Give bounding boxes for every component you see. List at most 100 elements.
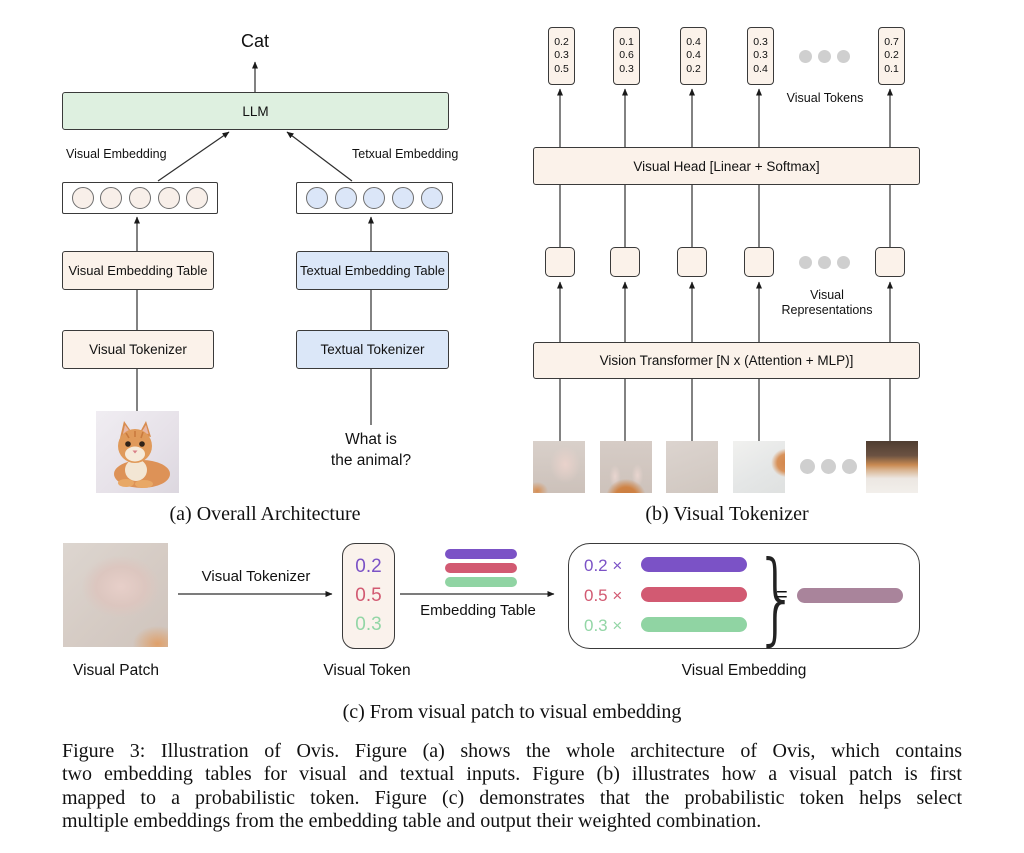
question-line: What is (345, 431, 397, 448)
ellipsis-dots (799, 50, 850, 63)
embedding-circle (157, 187, 180, 209)
embedding-bar-purple (641, 557, 747, 572)
dot-icon (837, 50, 850, 63)
cat-image (96, 411, 179, 493)
image-patch (666, 441, 718, 493)
token-value: 0.1 (884, 62, 899, 75)
figure-caption-line: Figure 3: Illustration of Ovis. Figure (… (62, 740, 962, 762)
visual-token-box: 0.2 0.5 0.3 (342, 543, 395, 649)
visual-token-vector: 0.7 0.2 0.1 (878, 27, 905, 85)
figure-caption-line: mapped to a probabilistic token. Figure … (62, 786, 962, 809)
visual-token-vector: 0.1 0.6 0.3 (613, 27, 640, 85)
dot-icon (821, 459, 836, 474)
figure-caption-line: multiple embeddings from the embedding t… (62, 810, 762, 833)
token-value: 0.5 (554, 62, 569, 75)
dot-icon (842, 459, 857, 474)
dot-icon (837, 256, 850, 269)
token-value: 0.4 (686, 35, 701, 48)
dot-icon (818, 256, 831, 269)
textual-embedding-row (296, 182, 453, 214)
dot-icon (818, 50, 831, 63)
embedding-bar-green (445, 577, 517, 587)
token-value: 0.3 (753, 49, 768, 62)
brace-glyph: } (754, 539, 800, 656)
llm-box: LLM (62, 92, 449, 130)
result-embedding-bar (797, 588, 903, 603)
embedding-circle (100, 187, 123, 209)
embedding-circle (334, 187, 357, 209)
token-value: 0.4 (686, 49, 701, 62)
textual-embedding-table-box: Textual Embedding Table (296, 251, 449, 290)
dot-icon (800, 459, 815, 474)
token-value: 0.2 (686, 62, 701, 75)
visual-tokens-label: Visual Tokens (786, 91, 864, 105)
dot-icon (799, 50, 812, 63)
textual-tokenizer-label: Textual Tokenizer (320, 342, 425, 357)
embedding-circle (186, 187, 209, 209)
visual-embedding-row (62, 182, 218, 214)
embedding-table-arrow-label: Embedding Table (420, 602, 536, 619)
embedding-circle (71, 187, 94, 209)
visual-token-vector: 0.2 0.3 0.5 (548, 27, 575, 85)
textual-embedding-table-label: Textual Embedding Table (299, 263, 446, 278)
image-patch (866, 441, 918, 493)
panel-a-caption: (a) Overall Architecture (169, 503, 361, 525)
visual-token-vector: 0.4 0.4 0.2 (680, 27, 707, 85)
embedding-circle (305, 187, 328, 209)
question-line: the animal? (330, 452, 412, 469)
visual-token-vector: 0.3 0.3 0.4 (747, 27, 774, 85)
token-value: 0.3 (554, 49, 569, 62)
embedding-bar-red (445, 563, 517, 573)
predicted-word: Cat (240, 31, 270, 51)
token-value: 0.3 (355, 614, 382, 635)
panel-b-caption: (b) Visual Tokenizer (645, 503, 809, 525)
coefficient: 0.3 × (584, 616, 623, 635)
visual-tokenizer-box: Visual Tokenizer (62, 330, 214, 369)
llm-label: LLM (242, 103, 269, 119)
token-value: 0.1 (619, 35, 634, 48)
embedding-bar-red (641, 587, 747, 602)
textual-tokenizer-box: Textual Tokenizer (296, 330, 449, 369)
embedding-circle (392, 187, 415, 209)
visual-head-label: Visual Head [Linear + Softmax] (633, 158, 820, 174)
textual-embedding-label: Tetxual Embedding (352, 147, 459, 161)
token-value: 0.3 (753, 35, 768, 48)
image-patch (533, 441, 585, 493)
visual-head-box: Visual Head [Linear + Softmax] (533, 147, 920, 185)
visual-representations-label: Visual Representations (781, 288, 873, 317)
visual-representation-cell (677, 247, 707, 277)
token-value: 0.7 (884, 35, 899, 48)
visual-embedding-result-label: Visual Embedding (681, 662, 807, 679)
visual-tokenizer-arrow-label: Visual Tokenizer (201, 568, 311, 585)
visual-tokenizer-label: Visual Tokenizer (89, 342, 187, 357)
visual-embedding-label: Visual Embedding (66, 147, 167, 161)
figure-caption: Figure 3: Illustration of Ovis. Figure (… (62, 740, 962, 834)
embedding-circle (363, 187, 386, 209)
token-value: 0.2 (554, 35, 569, 48)
embedding-bar-green (641, 617, 747, 632)
embedding-circle (421, 187, 444, 209)
visual-representation-cell (744, 247, 774, 277)
equals-sign: = (776, 584, 788, 606)
visual-patch-label: Visual Patch (73, 662, 159, 679)
visual-representation-cell (875, 247, 905, 277)
visual-patch-image (63, 543, 168, 647)
coefficient: 0.5 × (584, 586, 623, 605)
panel-c-caption: (c) From visual patch to visual embeddin… (342, 701, 682, 723)
visual-representation-cell (610, 247, 640, 277)
visual-embedding-table-label: Visual Embedding Table (68, 263, 208, 278)
dot-icon (799, 256, 812, 269)
image-patch (733, 441, 785, 493)
coefficient: 0.2 × (584, 556, 623, 575)
vision-transformer-label: Vision Transformer [N x (Attention + MLP… (599, 353, 854, 368)
token-value: 0.3 (619, 62, 634, 75)
embedding-circle (128, 187, 151, 209)
figure-caption-line: two embedding tables for visual and text… (62, 763, 962, 786)
token-value: 0.2 (355, 556, 382, 577)
vision-transformer-box: Vision Transformer [N x (Attention + MLP… (533, 342, 920, 379)
visual-token-label: Visual Token (323, 662, 411, 679)
token-value: 0.6 (619, 49, 634, 62)
ellipsis-dots (800, 459, 857, 474)
ellipsis-dots (799, 256, 850, 269)
